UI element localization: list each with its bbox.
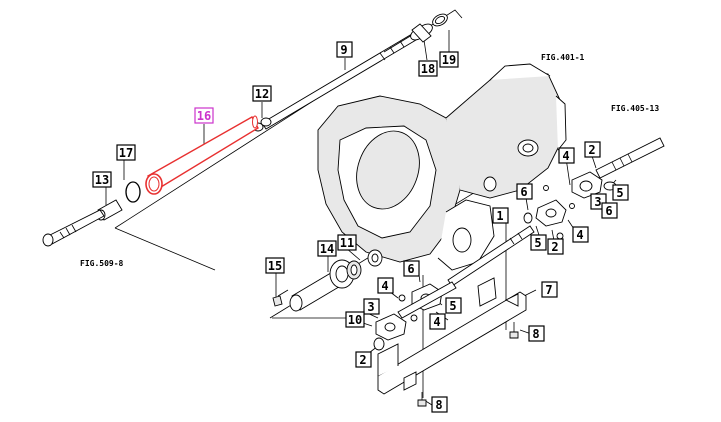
callout-4-lower-right-label: 4 <box>433 315 440 329</box>
callout-19-label: 19 <box>442 53 456 67</box>
callout-4-right-label: 4 <box>576 228 583 242</box>
callout-18-label: 18 <box>421 62 435 76</box>
callout-13-label: 13 <box>95 173 109 187</box>
callout-6-right[interactable]: 6 <box>601 202 618 219</box>
callout-6-lower-label: 6 <box>407 262 414 276</box>
callout-16[interactable]: 16 <box>194 107 214 124</box>
callout-5-right-label: 5 <box>616 186 623 200</box>
callout-11-label: 11 <box>340 236 354 250</box>
callout-2-top[interactable]: 2 <box>584 141 601 158</box>
callout-15[interactable]: 15 <box>265 257 285 274</box>
cover-14 <box>289 259 355 312</box>
callout-15-label: 15 <box>268 259 282 273</box>
callout-8-bottom[interactable]: 8 <box>431 396 448 413</box>
callout-9[interactable]: 9 <box>336 41 353 58</box>
callout-7-label: 7 <box>545 283 552 297</box>
bracket-7 <box>377 277 527 395</box>
clamp-19 <box>432 13 448 27</box>
callout-4-top-label: 4 <box>562 149 569 163</box>
callout-2-lower[interactable]: 2 <box>355 351 372 368</box>
callout-6-right-label: 6 <box>605 204 612 218</box>
callout-8-bottom-label: 8 <box>435 398 442 412</box>
callout-3-lower-label: 3 <box>367 300 374 314</box>
callout-4-right[interactable]: 4 <box>572 226 589 243</box>
bearing-18 <box>410 23 433 43</box>
callout-2-mid[interactable]: 2 <box>547 238 564 255</box>
callout-12[interactable]: 12 <box>252 85 272 102</box>
transmission-housing <box>317 63 567 271</box>
callout-5-mid-label: 5 <box>534 236 541 250</box>
callout-4-top[interactable]: 4 <box>558 147 575 164</box>
callout-1[interactable]: 1 <box>492 207 509 224</box>
callout-3-right-label: 3 <box>594 195 601 209</box>
callout-5-mid[interactable]: 5 <box>530 234 547 251</box>
callout-17-label: 17 <box>119 146 133 160</box>
callout-17[interactable]: 17 <box>116 144 136 161</box>
callout-4-lower-left-label: 4 <box>381 279 388 293</box>
callout-6-top-label: 6 <box>520 185 527 199</box>
ref-fig-405-13[interactable]: FIG.405-13 <box>611 104 659 113</box>
ref-fig-401-1[interactable]: FIG.401-1 <box>541 53 585 62</box>
o-ring-17 <box>125 181 141 203</box>
callout-14-label: 14 <box>320 242 334 256</box>
callout-8-right-label: 8 <box>532 327 539 341</box>
bolt-15 <box>272 289 289 307</box>
callout-10-label: 10 <box>348 313 362 327</box>
callout-4-lower-right[interactable]: 4 <box>429 313 446 330</box>
output-shaft-ref-405-13 <box>595 137 665 179</box>
callout-5-right[interactable]: 5 <box>612 184 629 201</box>
callout-2-top-label: 2 <box>588 143 595 157</box>
figure-references: FIG.401-1 FIG.405-13 FIG.509-8 <box>80 53 659 268</box>
callout-16-label: 16 <box>197 109 211 123</box>
callout-1-label: 1 <box>496 209 503 223</box>
callout-7[interactable]: 7 <box>541 281 558 298</box>
ref-fig-509-8[interactable]: FIG.509-8 <box>80 259 124 268</box>
callout-5-lower[interactable]: 5 <box>445 297 462 314</box>
bolt-8-bottom <box>417 392 427 407</box>
callout-2-mid-label: 2 <box>551 240 558 254</box>
yoke-assembly-right <box>523 171 617 240</box>
callout-4-lower-left[interactable]: 4 <box>377 277 394 294</box>
input-shaft-ref-509-8 <box>42 209 105 247</box>
callout-9-label: 9 <box>340 43 347 57</box>
callout-8-right[interactable]: 8 <box>528 325 545 342</box>
callout-11[interactable]: 11 <box>337 234 357 251</box>
callout-19[interactable]: 19 <box>439 51 459 68</box>
tube-part-16 <box>145 115 259 195</box>
callout-3-lower[interactable]: 3 <box>363 298 380 315</box>
yoke-assembly-lower <box>373 281 457 351</box>
seal-11 <box>346 249 383 280</box>
callout-18[interactable]: 18 <box>418 60 438 77</box>
callout-14[interactable]: 14 <box>317 240 337 257</box>
callout-6-lower[interactable]: 6 <box>403 260 420 277</box>
callout-5-lower-label: 5 <box>449 299 456 313</box>
callout-12-label: 12 <box>255 87 269 101</box>
callout-13[interactable]: 13 <box>92 171 112 188</box>
callout-2-lower-label: 2 <box>359 353 366 367</box>
callout-6-top[interactable]: 6 <box>516 183 533 200</box>
bolt-8-right <box>509 322 519 339</box>
callouts: 16 17 13 12 9 18 19 2 <box>92 41 629 413</box>
callout-10[interactable]: 10 <box>345 311 365 328</box>
